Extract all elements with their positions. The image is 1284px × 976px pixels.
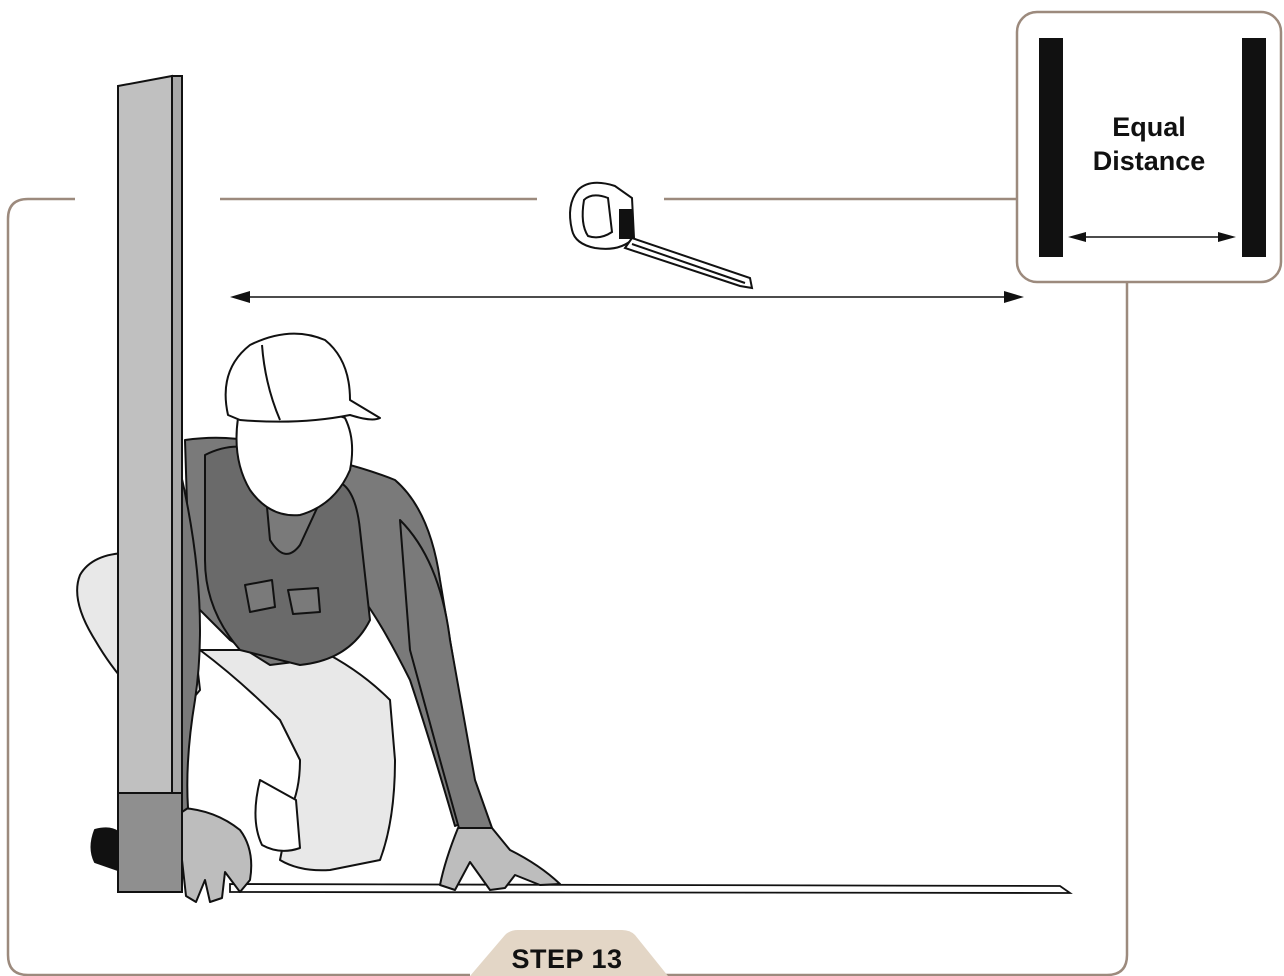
inset-line2: Distance — [1093, 146, 1206, 176]
step-label: STEP 13 — [511, 944, 622, 974]
floor-tape — [230, 884, 1070, 893]
right-bar — [1242, 38, 1266, 257]
left-bar — [1039, 38, 1063, 257]
step-tab: STEP 13 — [470, 930, 668, 976]
equal-distance-inset: Equal Distance — [1017, 12, 1281, 282]
inset-line1: Equal — [1112, 112, 1186, 142]
post-base — [118, 793, 182, 892]
measurement-arrow — [230, 291, 1024, 303]
fence-post — [118, 76, 182, 892]
